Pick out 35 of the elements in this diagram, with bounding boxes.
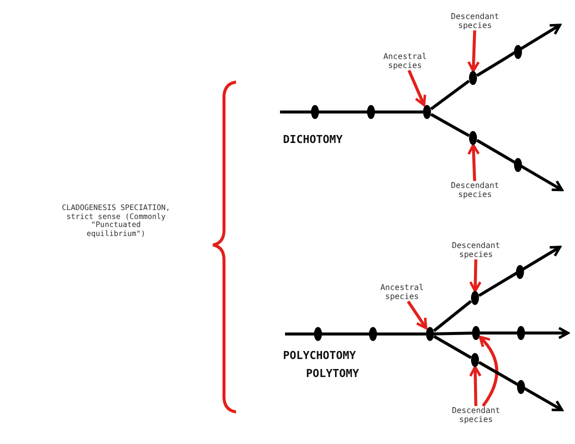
node-dot: [469, 71, 477, 85]
branch-arrow: [476, 24, 562, 77]
pointer-arrow: [467, 144, 480, 182]
node-dot: [469, 131, 477, 145]
branch-line: [434, 332, 472, 336]
branch-line: [280, 110, 423, 114]
node-dot: [472, 326, 480, 340]
pattern-label: DICHOTOMY: [283, 133, 343, 146]
branch-line: [285, 332, 426, 336]
pointer-arrow: [469, 259, 482, 292]
species-label: Ancestral species: [375, 52, 435, 70]
branch-arrow: [480, 326, 570, 340]
pointer-arrow: [406, 300, 428, 330]
species-label: Descendant species: [446, 406, 506, 424]
branch-arrow: [478, 361, 564, 412]
pattern-label: POLYCHOTOMY: [283, 349, 356, 362]
node-dot: [471, 353, 479, 367]
branch-line: [430, 80, 470, 110]
branch-arrow: [476, 139, 564, 192]
species-label: Ancestral species: [372, 283, 432, 302]
node-dot: [471, 291, 479, 305]
pointer-arrow: [469, 366, 482, 406]
branch-line: [433, 300, 472, 332]
pointer-arrow: [467, 30, 480, 72]
branch-line: [430, 112, 470, 138]
species-label: Descendant species: [445, 12, 505, 30]
node-dot: [423, 105, 431, 119]
node-dot: [426, 327, 434, 341]
pointer-arrow: [408, 70, 426, 106]
pattern-label: POLYTOMY: [306, 367, 359, 380]
species-label: Descendant species: [445, 181, 505, 200]
branch-arrow: [478, 246, 562, 297]
species-label: Descendant species: [446, 241, 506, 260]
branch-line: [433, 335, 472, 359]
pointer-arrow: [478, 336, 498, 407]
